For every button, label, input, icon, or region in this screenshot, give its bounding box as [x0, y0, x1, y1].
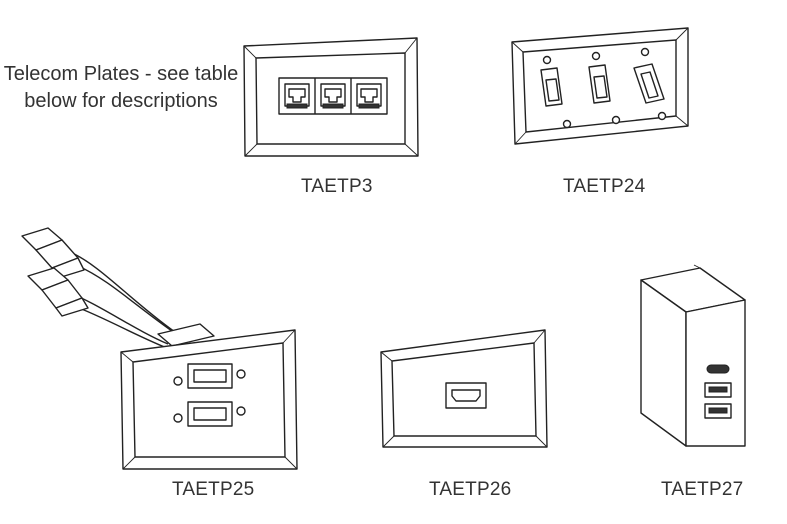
rj45-jack-icon — [356, 83, 382, 109]
charger-taetp27 — [640, 264, 746, 447]
screw-icon — [173, 413, 183, 423]
usb-c-port-icon — [706, 364, 730, 374]
plate-taetp26 — [380, 329, 548, 448]
keystone-jack-icon — [540, 67, 563, 107]
label-taetp27: TAETP27 — [661, 479, 744, 500]
usb-port-icon — [187, 401, 233, 427]
hdmi-port-icon — [445, 382, 487, 409]
usb-port-icon — [704, 382, 732, 398]
intro-text: Telecom Plates - see table below for des… — [2, 61, 240, 115]
screw-icon — [562, 119, 572, 129]
intro-line-1: Telecom Plates - see table — [3, 63, 239, 85]
screw-icon — [542, 55, 552, 65]
screw-icon — [236, 369, 246, 379]
usb-port-icon — [187, 363, 233, 389]
usb-cable-icon — [21, 227, 215, 351]
rj45-jack-group — [278, 77, 388, 115]
plate-taetp3 — [243, 37, 419, 157]
screw-icon — [591, 51, 601, 61]
intro-line-2: below for descriptions — [24, 90, 218, 112]
keystone-jack-icon — [588, 64, 611, 104]
label-taetp25: TAETP25 — [172, 479, 255, 500]
screw-icon — [236, 406, 246, 416]
plate-taetp25 — [21, 227, 298, 470]
label-taetp26: TAETP26 — [429, 479, 512, 500]
label-taetp3: TAETP3 — [301, 176, 373, 197]
screw-icon — [657, 111, 667, 121]
hdmi-keystone-icon — [633, 63, 665, 104]
usb-port-icon — [704, 403, 732, 419]
screw-icon — [640, 47, 650, 57]
label-taetp24: TAETP24 — [563, 176, 646, 197]
screw-icon — [611, 115, 621, 125]
plate-taetp24 — [511, 27, 689, 145]
screw-icon — [173, 376, 183, 386]
rj45-jack-icon — [320, 83, 346, 109]
rj45-jack-icon — [284, 83, 310, 109]
